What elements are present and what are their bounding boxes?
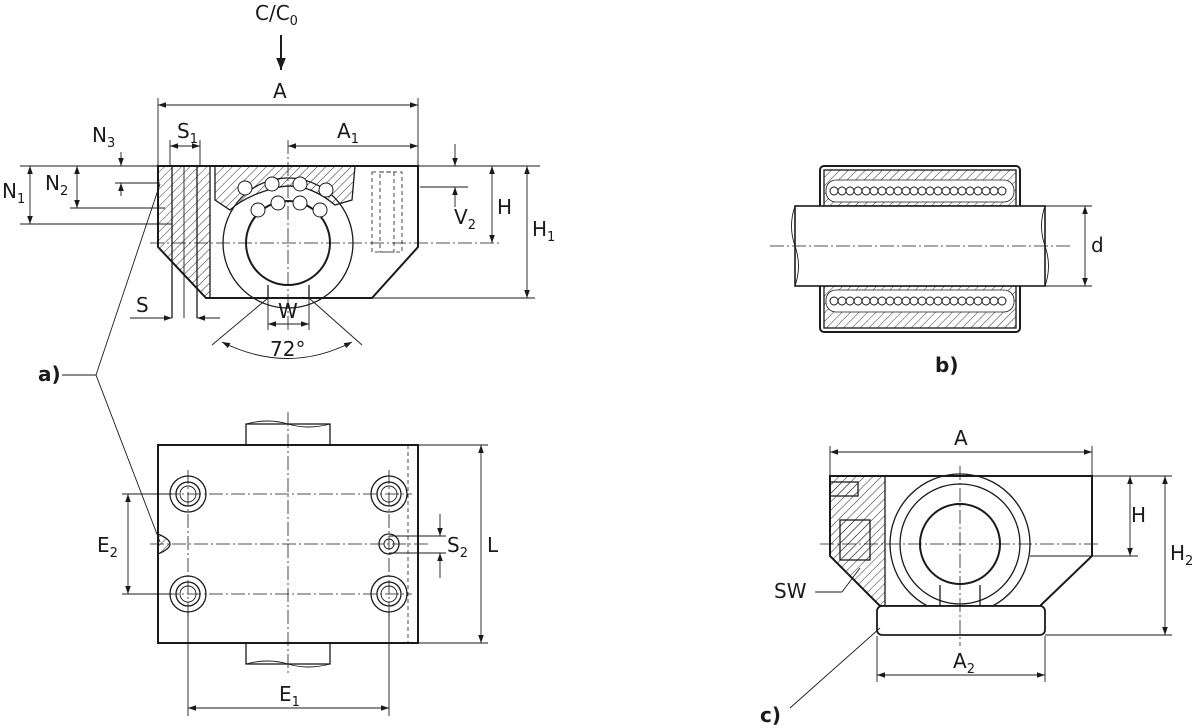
view-a-plan: E2 S2 L E1 [97, 412, 499, 716]
set-screw [839, 519, 871, 561]
ball [264, 176, 280, 192]
ball [237, 180, 253, 196]
ball [989, 296, 999, 306]
dim-label-h2: H2 [1170, 541, 1193, 569]
ball [909, 296, 919, 306]
hidden-thread [379, 171, 395, 253]
rail-web [939, 585, 981, 606]
ball [869, 186, 879, 196]
dim-label-h: H [497, 195, 512, 219]
dim-label-e1: E1 [279, 682, 300, 710]
ball [893, 296, 903, 306]
view-tag-a: a) [38, 362, 61, 386]
angle-leg [211, 297, 269, 346]
ball [877, 296, 887, 306]
angle-leg [308, 297, 363, 346]
ball [965, 186, 975, 196]
support-rail [876, 605, 1046, 636]
view-c-open-block: A H H2 SW A2 c) [760, 426, 1193, 727]
ball [837, 296, 847, 306]
ball [250, 202, 266, 218]
view-tag-b: b) [935, 353, 958, 377]
ball [861, 296, 871, 306]
ball [292, 195, 308, 211]
ball [989, 186, 999, 196]
ball [997, 296, 1007, 306]
view-tag-c: c) [760, 703, 781, 727]
dim-label-s2: S2 [447, 533, 468, 561]
ball [981, 296, 991, 306]
ball [861, 186, 871, 196]
dim-label-s: S [136, 293, 149, 317]
ball [877, 186, 887, 196]
leader-a [95, 183, 161, 376]
ball [901, 296, 911, 306]
ball [845, 296, 855, 306]
ball [312, 202, 328, 218]
ball [941, 186, 951, 196]
ball [893, 186, 903, 196]
dim-label-n3: N3 [92, 123, 115, 151]
leader-sw [841, 567, 861, 593]
ball [965, 296, 975, 306]
dim-label-n2: N2 [45, 171, 68, 199]
ball [941, 296, 951, 306]
ball [981, 186, 991, 196]
ball [837, 186, 847, 196]
ball [853, 296, 863, 306]
ball [925, 186, 935, 196]
leader-a [95, 374, 161, 543]
ball [829, 296, 839, 306]
ball [885, 296, 895, 306]
view-b-bushing: d b) [770, 165, 1104, 377]
ball [292, 176, 308, 192]
ball [917, 296, 927, 306]
ball [270, 195, 286, 211]
ball [973, 186, 983, 196]
dim-label-s1: S1 [177, 119, 198, 147]
load-label: C/C0 [255, 1, 298, 29]
dim-label-a: A [954, 426, 968, 450]
ball [901, 186, 911, 196]
angle-arc [221, 341, 353, 359]
ball [318, 182, 334, 198]
dim-label-v2: V2 [454, 205, 476, 233]
dim-label-w: W [278, 299, 298, 323]
dim-label-l: L [487, 533, 499, 557]
ball [949, 296, 959, 306]
dim-label-h1: H1 [532, 217, 555, 245]
lube-port [829, 481, 859, 497]
ball [869, 296, 879, 306]
ball [845, 186, 855, 196]
open-segment [267, 285, 310, 298]
dim-label-e2: E2 [97, 533, 118, 561]
ball [973, 296, 983, 306]
dim-label-a1: A1 [337, 119, 359, 147]
ball [957, 296, 967, 306]
leader-c [789, 627, 881, 709]
dim-label-h: H [1131, 503, 1146, 527]
ball [925, 296, 935, 306]
view-a-front-section: C/C0 A [2, 1, 555, 543]
ball [933, 186, 943, 196]
ball [957, 186, 967, 196]
dim-label-d: d [1091, 233, 1104, 257]
ball [949, 186, 959, 196]
ball [885, 186, 895, 196]
dim-label-a: A [273, 79, 287, 103]
dim-label-angle: 72° [270, 337, 305, 361]
ball [829, 186, 839, 196]
ball [917, 186, 927, 196]
ball [933, 296, 943, 306]
dim-label-a2: A2 [953, 649, 975, 677]
ball [909, 186, 919, 196]
ball [997, 186, 1007, 196]
ball-row [829, 186, 1007, 306]
hidden-thread [371, 171, 403, 253]
ball [853, 186, 863, 196]
dim-label-sw: SW [774, 579, 807, 603]
dim-label-n1: N1 [2, 179, 25, 207]
